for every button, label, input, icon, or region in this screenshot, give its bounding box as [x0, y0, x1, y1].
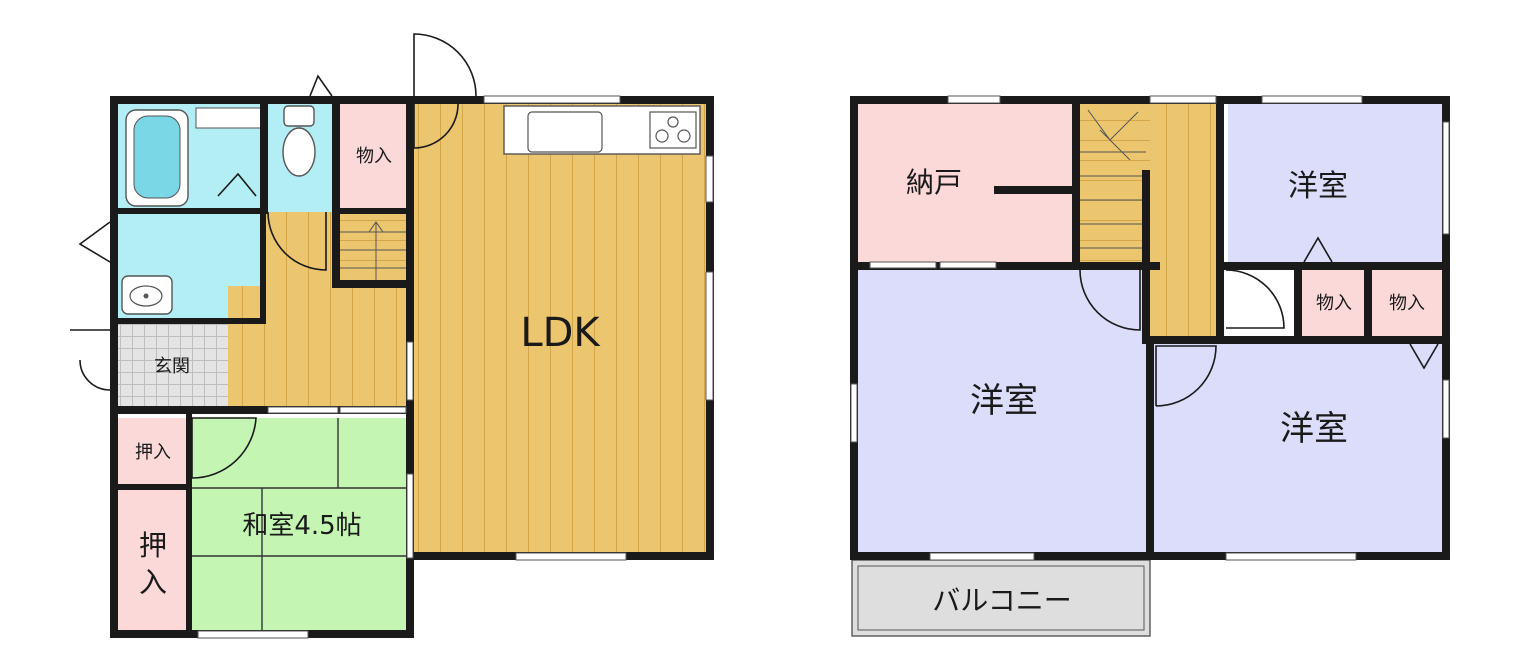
floor-2: 納戸 洋室 洋室 洋室 物入 物入 バルコニー: [850, 95, 1450, 637]
door-storage-b: [1409, 343, 1439, 370]
stairs-2f: [1078, 104, 1150, 264]
washitsu-floor: [192, 418, 410, 630]
closet-tall-label-1: 押: [139, 529, 167, 562]
closet-tall-label-2: 入: [139, 566, 167, 599]
washitsu-label: 和室4.5帖: [242, 511, 361, 541]
balcony-floor: [851, 559, 1151, 637]
closet-tall: [118, 490, 188, 630]
door-hall-ldk: [413, 103, 459, 149]
closet-small: [118, 418, 188, 484]
entrance-floor: [118, 324, 228, 406]
storage-a-floor: [1300, 268, 1368, 336]
sink: [527, 111, 603, 153]
ldk-floor: [414, 104, 706, 556]
western-se-floor: [1154, 342, 1442, 556]
door-hall-2f: [1225, 269, 1285, 329]
storage-b-label: 物入: [1389, 293, 1425, 314]
door-entrance: [70, 329, 111, 391]
hallway-1f: [228, 286, 410, 406]
ldk-label: LDK: [520, 310, 601, 356]
western-se-label: 洋室: [1280, 409, 1348, 449]
western-ne-floor: [1228, 104, 1442, 264]
storage-1f-label: 物入: [356, 146, 392, 167]
western-ne-label: 洋室: [1288, 169, 1348, 204]
door-washroom: [78, 221, 111, 263]
door-toilet: [267, 211, 327, 271]
closet-small-label: 押入: [135, 442, 171, 463]
entry-door-ldk: [413, 33, 477, 97]
western-sw-floor: [856, 270, 1148, 556]
toilet-bowl: [282, 127, 316, 177]
door-washitsu: [191, 417, 257, 479]
bathtub-water: [133, 115, 181, 199]
storage-b-floor: [1372, 268, 1442, 336]
door-western-se: [1155, 345, 1217, 407]
door-western-sw: [1079, 269, 1141, 331]
entrance-label: 玄関: [154, 356, 190, 377]
hallway-2f: [1150, 104, 1222, 336]
balcony-label: バルコニー: [932, 584, 1071, 617]
nando-label: 納戸: [906, 166, 962, 199]
stove: [649, 111, 697, 149]
floor-1: LDK 物入 玄関 押入 押 入 和室4.5帖: [70, 33, 714, 639]
door-storage-a: [1303, 236, 1333, 263]
western-sw-label: 洋室: [970, 381, 1038, 421]
storage-room-1f: [340, 104, 408, 208]
hallway-1f-upper: [266, 212, 340, 288]
storage-a-label: 物入: [1316, 293, 1352, 314]
nando-floor: [856, 104, 1078, 266]
door-toilet-top: [309, 74, 333, 97]
bath-entry-mark: [217, 172, 257, 197]
toilet-tank: [283, 105, 315, 127]
